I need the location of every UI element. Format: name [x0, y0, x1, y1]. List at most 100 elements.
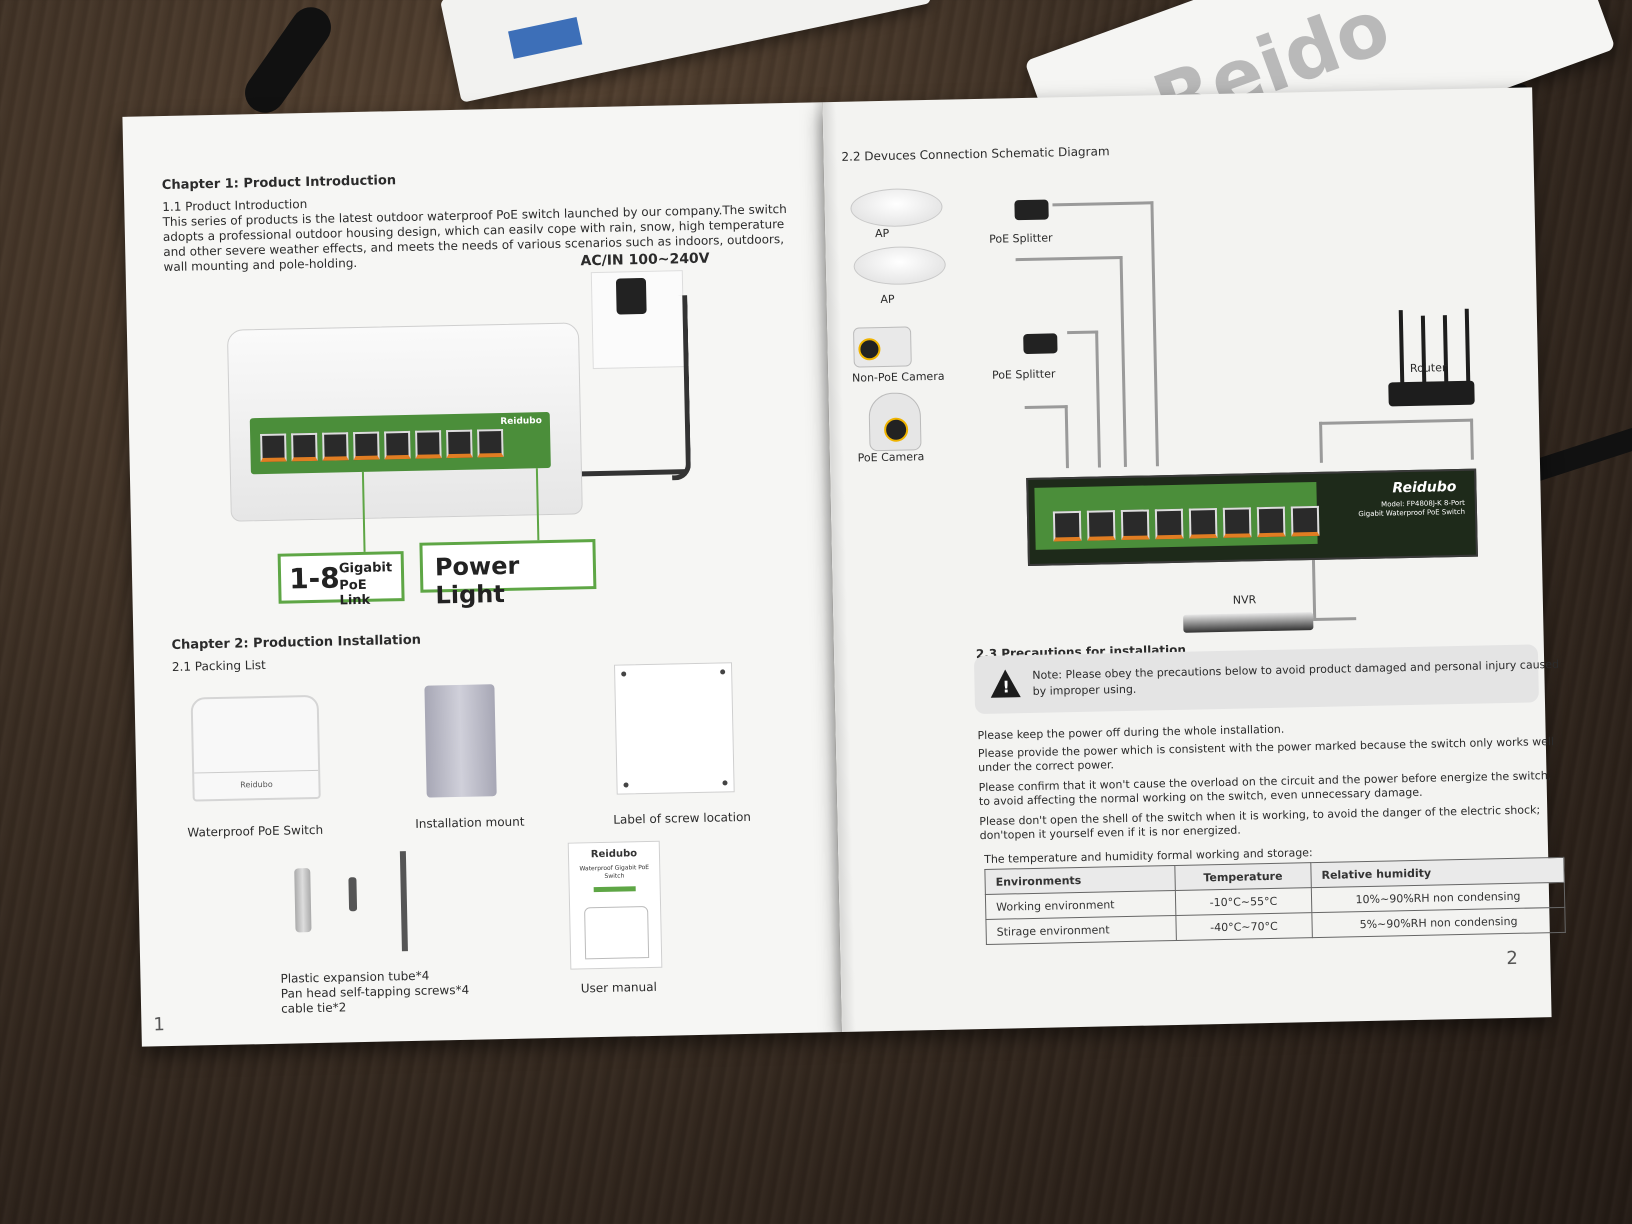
- non-poe-camera-label: Non-PoE Camera: [851, 369, 945, 385]
- manual-switch-drawing: [584, 906, 650, 960]
- switch-ports: [260, 428, 504, 463]
- switch-port-panel: [1034, 481, 1320, 550]
- accessories-line-2: Pan head self-tapping screws*4: [280, 982, 470, 1001]
- cable-nvr: [1311, 557, 1357, 622]
- router: [1388, 380, 1475, 407]
- ethernet-port: [1120, 509, 1150, 541]
- screw-mark: [623, 782, 629, 788]
- cable-poe-camera: [1024, 405, 1069, 470]
- user-manual-label: User manual: [580, 979, 658, 996]
- poe-camera: [868, 392, 922, 452]
- switch-brand-logo: Reidubo: [1392, 479, 1457, 497]
- box-sticker: [508, 16, 583, 59]
- switch-housing: Reidubo: [226, 322, 583, 522]
- cable-tie-image: [399, 851, 408, 952]
- non-poe-camera: [852, 326, 912, 368]
- expansion-tube-image: [294, 868, 312, 933]
- poe-splitter-1: [1014, 199, 1049, 221]
- camera-lens: [883, 417, 909, 442]
- ethernet-port: [1222, 507, 1252, 538]
- accessories-line-3: cable tie*2: [280, 1000, 347, 1016]
- screw-label-text: Label of screw location: [613, 809, 752, 827]
- packing-switch-label: Waterproof PoE Switch: [187, 822, 324, 840]
- page-number-right: 2: [1506, 947, 1519, 970]
- precaution-line-3: under the correct power.: [978, 758, 1115, 775]
- ethernet-port: [1086, 510, 1116, 541]
- precaution-line-1: Please keep the power off during the who…: [977, 722, 1285, 743]
- manual-brand: Reidubo: [590, 848, 638, 861]
- poe-switch-diagram: Reidubo Model: FP4808J-K 8-Port Gigabit …: [1026, 468, 1478, 566]
- intro-line-4: wall mounting and pole-holding.: [163, 255, 358, 275]
- port-link-callout: 1-8 Gigabit PoE Link: [277, 551, 405, 608]
- manual-subtitle: Waterproof Gigabit PoE Switch: [579, 864, 650, 880]
- manual-page-left: Chapter 1: Product Introduction 1.1 Prod…: [122, 102, 842, 1047]
- note-line-1: Note: Please obey the precautions below …: [1032, 657, 1560, 682]
- chapter1-title: Chapter 1: Product Introduction: [161, 173, 397, 194]
- power-light-callout: Power Light: [419, 539, 597, 609]
- ethernet-port: [353, 431, 380, 461]
- ethernet-port: [322, 432, 349, 461]
- port-range-text: 1-8: [288, 561, 341, 596]
- poe-camera-label: PoE Camera: [857, 450, 925, 465]
- precaution-line-6: Please don't open the shell of the switc…: [979, 803, 1541, 829]
- warning-note-box: ! Note: Please obey the precautions belo…: [973, 644, 1559, 715]
- access-point-2: [853, 245, 947, 286]
- section-2-1-title: 2.1 Packing List: [171, 657, 266, 674]
- ethernet-port: [477, 428, 504, 458]
- port-gigabit-text: Gigabit: [338, 560, 393, 577]
- table-cell: 5%~90%RH non condensing: [1311, 907, 1566, 938]
- camera-lens: [858, 338, 881, 361]
- manual-page-right: 2.2 Devuces Connection Schematic Diagram…: [822, 87, 1566, 1033]
- cable-non-poe-camera: [1067, 330, 1101, 469]
- table-cell: Stirage environment: [985, 915, 1177, 945]
- ethernet-port: [1052, 510, 1082, 542]
- power-cord: [668, 295, 692, 481]
- note-line-2: by improper using.: [1032, 682, 1137, 698]
- ethernet-port: [384, 430, 411, 460]
- cable-router: [1319, 418, 1474, 463]
- router-label: Router: [1409, 361, 1447, 375]
- environment-table: Environments Temperature Relative humidi…: [984, 857, 1566, 945]
- power-light-text: Power Light: [434, 551, 520, 610]
- switch-port-panel: Reidubo: [249, 411, 551, 475]
- power-adapter-plug: [615, 277, 647, 315]
- ethernet-port: [415, 430, 442, 459]
- router-antenna: [1464, 308, 1471, 387]
- user-manual-booklet: Chapter 1: Product Introduction 1.1 Prod…: [122, 87, 1566, 1047]
- warning-icon: !: [990, 669, 1021, 698]
- ap2-label: AP: [880, 292, 895, 307]
- screw-mark: [722, 780, 728, 786]
- screw-label-image: [613, 662, 735, 795]
- screw-image: [348, 877, 358, 912]
- splitter2-label: PoE Splitter: [991, 367, 1056, 382]
- table-cell: -10°C~55°C: [1175, 887, 1312, 916]
- installation-mount-label: Installation mount: [415, 814, 525, 831]
- ethernet-port: [1154, 508, 1184, 540]
- switch-brand-logo: Reidubo: [500, 416, 542, 428]
- ethernet-port: [291, 432, 318, 462]
- nvr-label: NVR: [1232, 593, 1257, 607]
- chapter2-title: Chapter 2: Production Installation: [171, 632, 422, 653]
- ethernet-port: [446, 429, 473, 459]
- ethernet-port: [260, 433, 287, 463]
- table-cell: -40°C~70°C: [1175, 912, 1313, 941]
- nvr-device: [1183, 612, 1314, 633]
- switch-ports: [1052, 505, 1320, 542]
- ap1-label: AP: [874, 226, 890, 241]
- user-manual-image: Reidubo Waterproof Gigabit PoE Switch: [567, 840, 663, 970]
- ethernet-port: [1188, 508, 1218, 539]
- router-antenna: [1398, 310, 1405, 389]
- page-number-left: 1: [153, 1014, 166, 1036]
- ethernet-port: [1290, 505, 1320, 537]
- access-point-1: [850, 187, 943, 228]
- ac-input-label: AC/IN 100~240V: [580, 250, 710, 270]
- port-poe-link-text: PoE Link: [339, 577, 371, 609]
- header-temperature: Temperature: [1174, 862, 1312, 891]
- switch-model-text: Model: FP4808J-K 8-Port Gigabit Waterpro…: [1358, 498, 1466, 519]
- packing-switch-brand: Reidubo: [194, 769, 319, 800]
- splitter1-label: PoE Splitter: [989, 231, 1053, 246]
- section-2-2-title: 2.2 Devuces Connection Schematic Diagram: [841, 144, 1110, 164]
- ethernet-port: [1256, 506, 1286, 538]
- screw-mark: [720, 669, 726, 675]
- packing-switch-image: Reidubo: [190, 694, 321, 802]
